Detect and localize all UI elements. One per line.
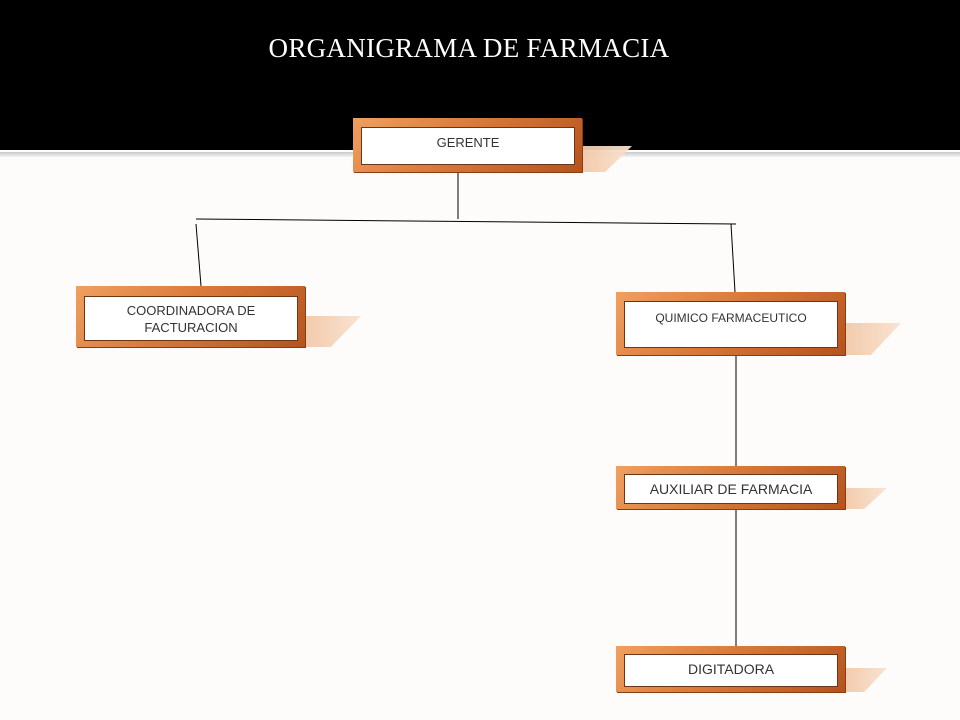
org-node-auxiliar-label: AUXILIAR DE FARMACIA bbox=[624, 474, 838, 504]
org-node-coordinadora: COORDINADORA DE FACTURACION bbox=[76, 286, 305, 347]
org-node-gerente: GERENTE bbox=[353, 118, 582, 172]
org-node-auxiliar: AUXILIAR DE FARMACIA bbox=[616, 466, 845, 509]
org-node-gerente-label: GERENTE bbox=[361, 127, 575, 165]
connector-to-coordinadora bbox=[195, 223, 202, 287]
connector-horizontal bbox=[195, 218, 737, 225]
org-node-quimico-label: QUIMICO FARMACEUTICO bbox=[624, 301, 838, 348]
slide-title: ORGANIGRAMA DE FARMACIA bbox=[268, 33, 670, 63]
org-node-digitadora: DIGITADORA bbox=[616, 646, 845, 692]
org-node-digitadora-label: DIGITADORA bbox=[624, 654, 838, 687]
org-node-coordinadora-label: COORDINADORA DE FACTURACION bbox=[84, 296, 298, 341]
org-node-quimico: QUIMICO FARMACEUTICO bbox=[616, 292, 845, 355]
connector-to-quimico bbox=[730, 223, 736, 293]
